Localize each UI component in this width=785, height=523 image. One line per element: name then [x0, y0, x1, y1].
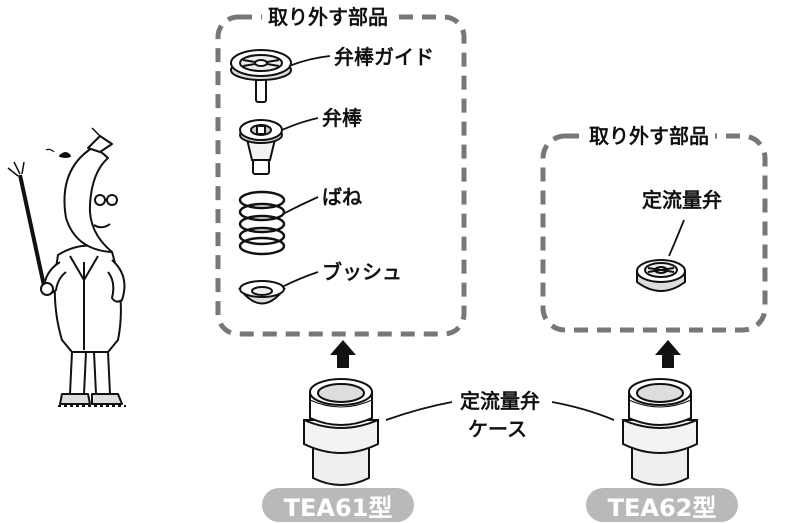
part-label-valve-stem-guide: 弁棒ガイド	[334, 45, 434, 69]
part-label-constant-flow-valve: 定流量弁	[642, 188, 722, 212]
model-tag-tea61: TEA61型	[262, 488, 414, 522]
bushing-part	[237, 280, 287, 305]
leader-line-bushing	[281, 271, 319, 288]
spring-part	[238, 190, 286, 256]
right-parts-panel	[540, 133, 768, 333]
leader-line-case-right	[551, 401, 615, 421]
valve-case-right	[622, 378, 698, 486]
leader-line-case-left	[385, 401, 453, 421]
case-label-line1: 定流量弁	[460, 389, 540, 413]
constant-flow-valve-part	[636, 259, 686, 292]
leader-line-stem	[281, 117, 319, 131]
right-panel-title: 取り外す部品	[583, 126, 715, 146]
model-tag-tea62: TEA62型	[586, 488, 738, 522]
valve-stem-guide-part	[230, 49, 292, 103]
mascot-character	[7, 127, 126, 407]
left-panel-title: 取り外す部品	[262, 7, 394, 27]
part-label-valve-stem: 弁棒	[322, 106, 362, 130]
leader-line-guide	[288, 55, 331, 67]
leader-line-flow-valve	[668, 219, 685, 257]
up-arrow-left	[330, 340, 356, 368]
up-arrows	[330, 340, 681, 368]
part-label-spring: ばね	[322, 185, 362, 209]
part-label-bushing: ブッシュ	[322, 260, 402, 284]
valve-stem-part	[239, 119, 283, 175]
case-label-line2: ケース	[468, 417, 527, 441]
leader-line-spring	[282, 196, 319, 215]
valve-case-left	[303, 378, 379, 486]
up-arrow-right	[655, 340, 681, 368]
